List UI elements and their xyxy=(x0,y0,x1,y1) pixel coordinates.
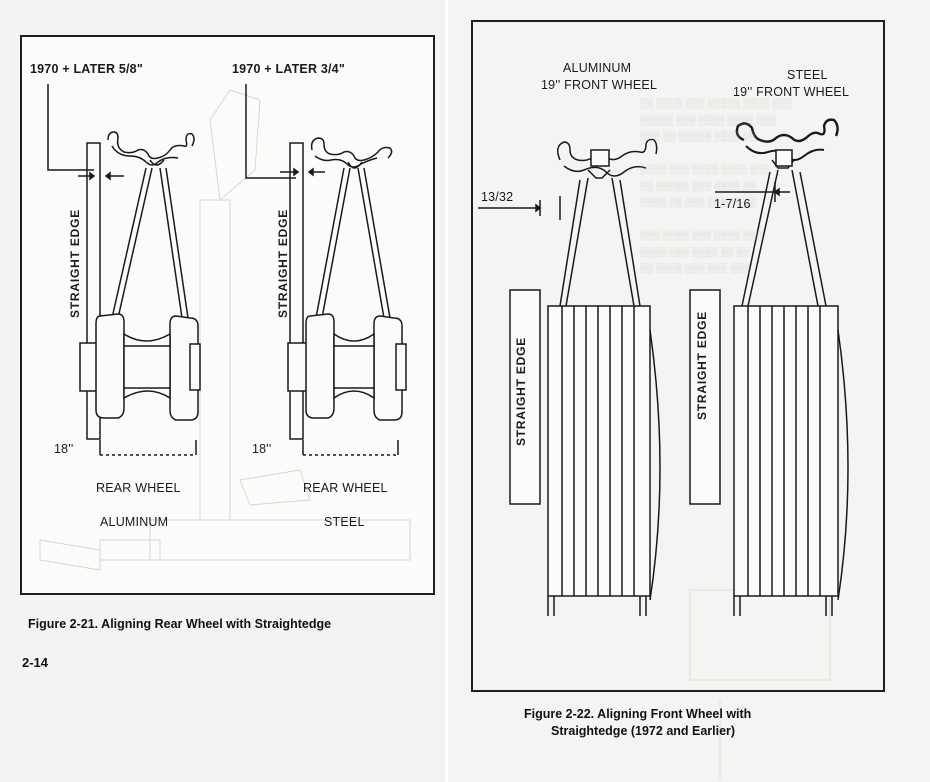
aluminum-front-straight-edge-label: STRAIGHT EDGE xyxy=(514,336,528,446)
aluminum-front-size: 19'' FRONT WHEEL xyxy=(541,78,658,92)
steel-rear-wheel xyxy=(245,84,407,456)
page-number: 2-14 xyxy=(22,655,49,667)
aluminum-rear-wheel xyxy=(47,84,201,456)
aluminum-rear-size: 18'' xyxy=(54,442,74,456)
bleed-through-text: ░░ ░░░░ ░░░ ░░░░░ ░░░░ ░░░░░░░░ ░░░ ░░░░… xyxy=(640,98,792,273)
steel-rear-name: REAR WHEEL xyxy=(303,481,388,495)
aluminum-rear-material: ALUMINUM xyxy=(100,515,169,529)
aluminum-front-material: ALUMINUM xyxy=(563,61,632,75)
steel-rear-straight-edge-label: STRAIGHT EDGE xyxy=(276,208,290,318)
aluminum-front-measure: 13/32 xyxy=(481,190,514,204)
steel-front-material: STEEL xyxy=(787,68,828,82)
aluminum-rear-name: REAR WHEEL xyxy=(96,481,181,495)
figure-2-22-caption-line2: Straightedge (1972 and Earlier) xyxy=(551,724,736,738)
figure-2-22-caption-line1: Figure 2-22. Aligning Front Wheel with xyxy=(524,707,752,721)
figure-2-21-caption: Figure 2-21. Aligning Rear Wheel with St… xyxy=(28,617,332,631)
steel-front-straight-edge-label: STRAIGHT EDGE xyxy=(695,310,709,420)
steel-rear-size: 18'' xyxy=(252,442,272,456)
steel-front-measure: 1-7/16 xyxy=(714,197,751,211)
aluminum-front-wheel xyxy=(478,138,661,616)
steel-rear-measure: 1970 + LATER 3/4" xyxy=(232,62,345,76)
steel-front-wheel xyxy=(689,118,849,616)
figure-2-22-frame xyxy=(471,20,885,692)
steel-rear-material: STEEL xyxy=(324,515,365,529)
steel-front-size: 19'' FRONT WHEEL xyxy=(733,85,850,99)
aluminum-rear-measure: 1970 + LATER 5/8" xyxy=(30,62,143,76)
aluminum-rear-straight-edge-label: STRAIGHT EDGE xyxy=(68,208,82,318)
